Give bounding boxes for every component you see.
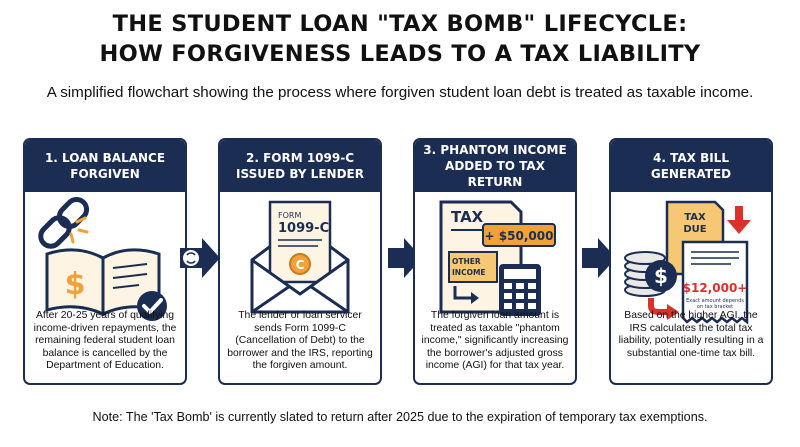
flow-arrow-1 bbox=[180, 238, 220, 278]
tax-bill-amount: $12,000+ bbox=[683, 281, 748, 295]
step-2-description: The lender or loan servicer sends Form 1… bbox=[227, 310, 373, 371]
svg-text:INCOME: INCOME bbox=[452, 268, 486, 277]
svg-text:$: $ bbox=[65, 267, 86, 302]
step-card-4: 4. TAX BILL GENERATED TAX DUE $ $12,000+… bbox=[609, 138, 773, 385]
tax-due-receipt-icon: TAX DUE $ $12,000+ Exact amount depends … bbox=[624, 200, 751, 325]
step-2-header: 2. FORM 1099-C ISSUED BY LENDER bbox=[220, 140, 380, 192]
svg-text:OTHER: OTHER bbox=[452, 257, 481, 266]
envelope-form-icon: FORM 1099-C C bbox=[250, 200, 350, 314]
page-subtitle: A simplified flowchart showing the proce… bbox=[46, 84, 754, 101]
step-1-header: 1. LOAN BALANCE FORGIVEN bbox=[25, 140, 185, 192]
phantom-income-amount: + $50,000 bbox=[485, 229, 554, 243]
tax-form-calculator-icon: TAX + $50,000 OTHER INCOME bbox=[439, 200, 556, 316]
footnote: Note: The 'Tax Bomb' is currently slated… bbox=[92, 410, 708, 424]
flow-arrow-2 bbox=[388, 238, 422, 278]
form-label: FORM bbox=[278, 211, 301, 220]
step-4-header: 4. TAX BILL GENERATED bbox=[611, 140, 771, 192]
tax-form-label: TAX bbox=[451, 208, 484, 226]
step-card-3: 3. PHANTOM INCOME ADDED TO TAX RETURN TA… bbox=[413, 138, 577, 385]
step-card-1: 1. LOAN BALANCE FORGIVEN $ After 20-25 y… bbox=[23, 138, 187, 385]
step-1-description: After 20-25 years of qualifying income-d… bbox=[33, 310, 177, 371]
svg-text:on tax bracket: on tax bracket bbox=[697, 304, 733, 310]
page-title-line-2: HOW FORGIVENESS LEADS TO A TAX LIABILITY bbox=[99, 41, 701, 67]
page-title-line-1: THE STUDENT LOAN "TAX BOMB" LIFECYCLE: bbox=[112, 11, 688, 37]
step-4-description: Based on the higher AGI, the IRS calcula… bbox=[618, 310, 764, 359]
svg-text:C: C bbox=[296, 258, 305, 272]
broken-chain-book-dollar-icon: $ bbox=[38, 196, 167, 321]
flow-arrow-3 bbox=[582, 238, 616, 278]
svg-text:Exact amount depends: Exact amount depends bbox=[686, 298, 744, 304]
svg-text:DUE: DUE bbox=[683, 224, 706, 235]
svg-text:TAX: TAX bbox=[684, 212, 706, 223]
step-card-2: 2. FORM 1099-C ISSUED BY LENDER FORM 109… bbox=[218, 138, 382, 385]
form-number: 1099-C bbox=[278, 221, 329, 236]
step-3-description: The forgiven loan amount is treated as t… bbox=[421, 310, 569, 371]
svg-text:$: $ bbox=[654, 264, 668, 288]
step-3-header: 3. PHANTOM INCOME ADDED TO TAX RETURN bbox=[415, 140, 575, 192]
